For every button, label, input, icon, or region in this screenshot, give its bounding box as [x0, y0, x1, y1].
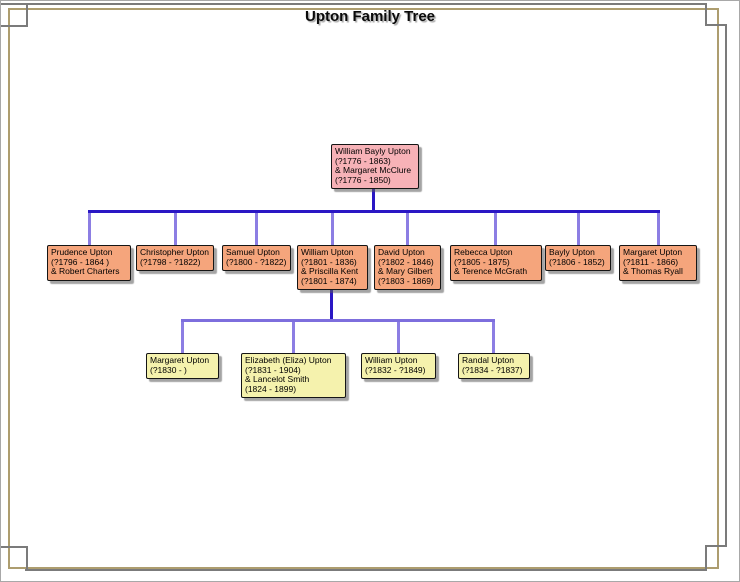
connector-gen2-bus [88, 210, 660, 213]
person-dates: (?1798 - ?1822) [140, 256, 201, 267]
spouse-dates: (?1803 - 1869) [378, 275, 434, 286]
spouse-name: & Lancelot Smith [245, 374, 310, 384]
person-dates: (?1800 - ?1822) [226, 256, 287, 267]
connector-gen2-drop [657, 213, 660, 245]
connector-gen2-drop [331, 213, 334, 245]
connector-gen3-bus [181, 319, 495, 322]
node-rebecca-upton[interactable]: Rebecca Upton (?1805 - 1875) & Terence M… [450, 245, 542, 281]
spouse-name: & Terence McGrath [454, 266, 528, 276]
node-david-upton[interactable]: David Upton (?1802 - 1846) & Mary Gilber… [374, 245, 441, 290]
person-dates: (?1834 - ?1837) [462, 364, 523, 375]
connector-gen2-drop [577, 213, 580, 245]
person-dates: (?1832 - ?1849) [365, 364, 426, 375]
connector-gen2-drop [255, 213, 258, 245]
spouse-name: & Robert Charters [51, 266, 120, 276]
connector-gen2-drop [494, 213, 497, 245]
node-margaret-upton-g3[interactable]: Margaret Upton (?1830 - ) [146, 353, 219, 379]
person-name: Rebecca Upton [454, 247, 513, 257]
node-margaret-upton[interactable]: Margaret Upton (?1811 - 1866) & Thomas R… [619, 245, 697, 281]
person-name: William Bayly Upton [335, 146, 411, 156]
person-name: Christopher Upton [140, 247, 209, 257]
person-name: Margaret Upton [150, 355, 210, 365]
person-name: William Upton [365, 355, 418, 365]
decorative-border-gray-tr-h [705, 24, 727, 26]
connector-gen3-drop [492, 322, 495, 353]
person-name: Samuel Upton [226, 247, 280, 257]
person-name: Randal Upton [462, 355, 514, 365]
decorative-border-gray-br-v [705, 545, 707, 571]
decorative-border-gray-br-h [705, 545, 727, 547]
person-name: Elizabeth (Eliza) Upton [245, 355, 332, 365]
node-william-upton[interactable]: William Upton (?1801 - 1836) & Priscilla… [297, 245, 368, 290]
node-william-bayly-upton[interactable]: William Bayly Upton (?1776 - 1863) & Mar… [331, 144, 419, 189]
decorative-border-gray-right [725, 24, 727, 547]
chart-title: Upton Family Tree [304, 8, 436, 25]
person-dates: (?1776 - 1863) [335, 155, 391, 166]
person-name: William Upton [301, 247, 354, 257]
connector-gen3-drop [292, 322, 295, 353]
spouse-name: & Margaret McClure [335, 165, 412, 175]
decorative-border-gray-bl-h [1, 546, 28, 548]
connector-gen3-trunk [330, 281, 333, 321]
person-dates: (?1831 - 1904) [245, 364, 301, 375]
connector-gen3-drop [181, 322, 184, 353]
decorative-border-tan [8, 8, 719, 569]
person-dates: (?1806 - 1852) [549, 256, 605, 267]
person-dates: (?1805 - 1875) [454, 256, 510, 267]
person-name: David Upton [378, 247, 425, 257]
person-name: Margaret Upton [623, 247, 683, 257]
node-prudence-upton[interactable]: Prudence Upton (?1796 - 1864 ) & Robert … [47, 245, 131, 281]
person-dates: (?1801 - 1836) [301, 256, 357, 267]
connector-gen3-drop [397, 322, 400, 353]
decorative-border-gray-tl-h [1, 25, 28, 27]
decorative-border-gray-tr-v [705, 3, 707, 25]
node-elizabeth-eliza-upton[interactable]: Elizabeth (Eliza) Upton (?1831 - 1904) &… [241, 353, 346, 398]
connector-root-trunk [372, 181, 375, 212]
spouse-dates: (?1776 - 1850) [335, 174, 391, 185]
person-name: Bayly Upton [549, 247, 595, 257]
person-name: Prudence Upton [51, 247, 113, 257]
person-dates: (?1830 - ) [150, 364, 187, 375]
decorative-border-gray-top [1, 3, 707, 5]
person-dates: (?1802 - 1846) [378, 256, 434, 267]
connector-gen2-drop [88, 213, 91, 245]
decorative-border-gray-bl-v [26, 546, 28, 571]
node-bayly-upton[interactable]: Bayly Upton (?1806 - 1852) [545, 245, 611, 271]
decorative-border-gray-bottom [25, 569, 707, 571]
spouse-dates: (1824 - 1899) [245, 383, 297, 394]
node-randal-upton[interactable]: Randal Upton (?1834 - ?1837) [458, 353, 530, 379]
node-samuel-upton[interactable]: Samuel Upton (?1800 - ?1822) [222, 245, 291, 271]
node-christopher-upton[interactable]: Christopher Upton (?1798 - ?1822) [136, 245, 214, 271]
spouse-dates: (?1801 - 1874) [301, 275, 357, 286]
connector-gen2-drop [174, 213, 177, 245]
decorative-border-gray-tl-v [26, 3, 28, 27]
person-dates: (?1811 - 1866) [623, 256, 679, 267]
connector-gen2-drop [406, 213, 409, 245]
person-dates: (?1796 - 1864 ) [51, 256, 110, 267]
spouse-name: & Mary Gilbert [378, 266, 433, 276]
spouse-name: & Thomas Ryall [623, 266, 683, 276]
node-william-upton-g3[interactable]: William Upton (?1832 - ?1849) [361, 353, 436, 379]
spouse-name: & Priscilla Kent [301, 266, 359, 276]
